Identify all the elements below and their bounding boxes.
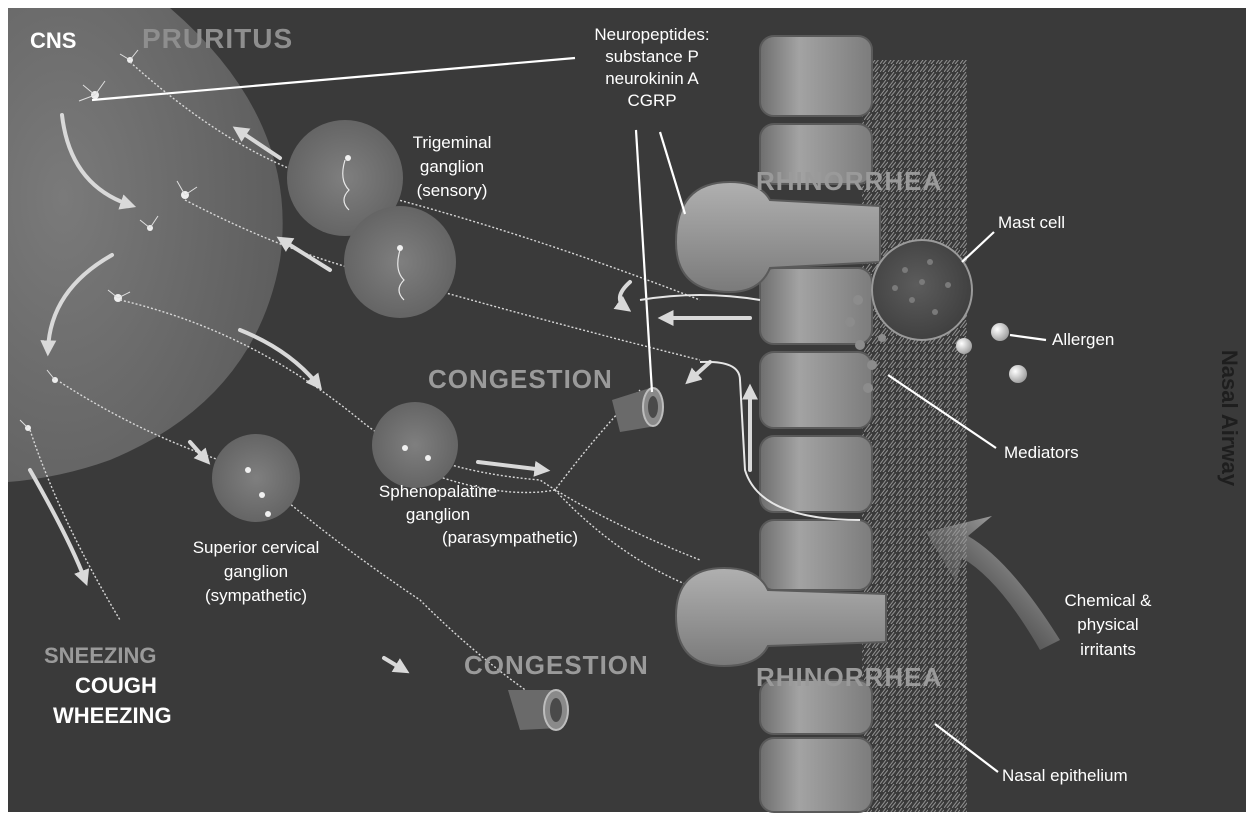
trigeminal-ganglion-label: Trigeminal ganglion (sensory) xyxy=(413,133,492,200)
svg-text:Trigeminal: Trigeminal xyxy=(413,133,492,152)
congestion-label-upper: CONGESTION xyxy=(428,364,613,394)
svg-text:ganglion: ganglion xyxy=(420,157,484,176)
svg-text:(sensory): (sensory) xyxy=(417,181,488,200)
nasal-airway-label: Nasal Airway xyxy=(1217,350,1242,487)
rhinorrhea-label-lower: RHINORRHEA xyxy=(756,662,942,692)
mast-cell-label: Mast cell xyxy=(998,213,1065,232)
svg-text:(sympathetic): (sympathetic) xyxy=(205,586,307,605)
nasal-epithelium-label: Nasal epithelium xyxy=(1002,766,1128,785)
svg-text:(parasympathetic): (parasympathetic) xyxy=(442,528,578,547)
epithelial-cells xyxy=(760,36,872,812)
wheezing-label: WHEEZING xyxy=(53,703,172,728)
svg-text:ganglion: ganglion xyxy=(406,505,470,524)
allergen-label: Allergen xyxy=(1052,330,1114,349)
svg-text:Chemical &: Chemical & xyxy=(1065,591,1153,610)
sphenopalatine-ganglion xyxy=(372,402,458,488)
svg-text:CGRP: CGRP xyxy=(627,91,676,110)
svg-text:neurokinin A: neurokinin A xyxy=(605,69,699,88)
pruritus-label: PRURITUS xyxy=(142,23,293,54)
svg-text:substance P: substance P xyxy=(605,47,699,66)
svg-text:irritants: irritants xyxy=(1080,640,1136,659)
mediators-label: Mediators xyxy=(1004,443,1079,462)
svg-text:physical: physical xyxy=(1077,615,1138,634)
congestion-label-lower: CONGESTION xyxy=(464,650,649,680)
svg-text:ganglion: ganglion xyxy=(224,562,288,581)
cough-label: COUGH xyxy=(75,673,157,698)
cns-label: CNS xyxy=(30,28,76,53)
svg-text:Sphenopalatine: Sphenopalatine xyxy=(379,482,497,501)
superior-cervical-ganglion xyxy=(212,434,300,522)
rhinorrhea-label-upper: RHINORRHEA xyxy=(756,166,942,196)
svg-text:Superior cervical: Superior cervical xyxy=(193,538,320,557)
svg-text:Neuropeptides:: Neuropeptides: xyxy=(594,25,709,44)
sneezing-label: SNEEZING xyxy=(44,643,156,668)
mast-cell xyxy=(872,240,972,340)
